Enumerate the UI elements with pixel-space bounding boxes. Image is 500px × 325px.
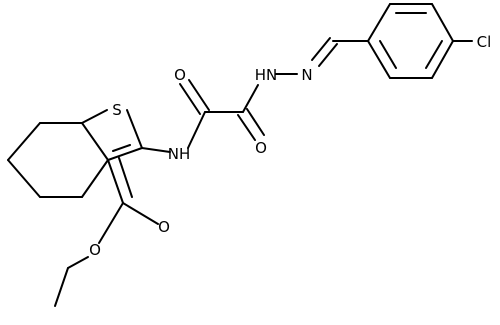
aromatic-inner: [379, 40, 397, 69]
sulfur-label: S: [112, 101, 122, 119]
bond: [7, 159, 41, 198]
hydrazide-nh-label: HN: [255, 66, 278, 84]
imine-n-label: N: [301, 66, 312, 84]
atom-labels: S NH O O HN N Cl O O: [89, 33, 491, 259]
double-bond: [318, 43, 338, 67]
bond: [67, 256, 89, 269]
double-bond-inner: [112, 144, 131, 152]
bond: [141, 147, 171, 153]
thiophene-ring: [81, 109, 143, 161]
cyclohexene-ring: [7, 122, 109, 198]
bond: [242, 84, 259, 113]
bond: [81, 159, 109, 198]
bond: [122, 202, 159, 225]
double-bond: [246, 108, 265, 136]
aromatic-inner: [425, 40, 443, 69]
double-bond: [188, 79, 210, 111]
double-bond: [107, 159, 124, 204]
oxo-left-label: O: [174, 66, 186, 84]
chlorophenyl-ring: [367, 3, 473, 79]
double-bond: [179, 83, 201, 115]
oxalyl-hydrazone-chain: [141, 37, 369, 153]
bond: [54, 267, 69, 307]
ethyl-ester: [54, 157, 159, 307]
bond: [126, 109, 143, 149]
oxo-right-label: O: [255, 139, 267, 157]
bond: [431, 40, 454, 79]
double-bond: [311, 37, 331, 61]
amide-nh-label: NH: [168, 145, 191, 163]
bond: [367, 40, 391, 79]
bond: [367, 3, 391, 42]
bond: [431, 3, 454, 42]
bond: [81, 109, 108, 124]
ester-carbonyl-o-label: O: [158, 218, 170, 236]
double-bond: [118, 157, 133, 198]
bond: [7, 122, 41, 161]
chloro-label: Cl: [477, 33, 492, 51]
bond: [107, 147, 143, 161]
bond: [81, 122, 109, 161]
ester-ether-o-label: O: [89, 241, 101, 259]
bond: [98, 202, 124, 244]
bond: [187, 111, 206, 149]
double-bond: [237, 114, 256, 141]
